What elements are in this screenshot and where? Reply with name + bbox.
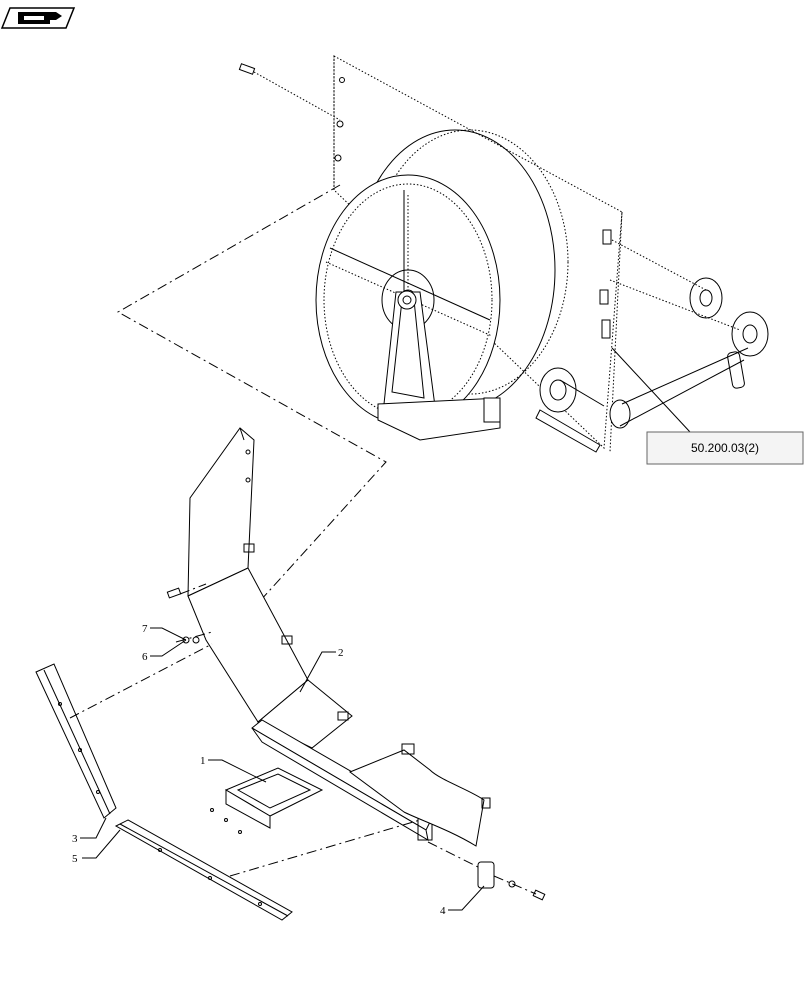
callout-2: 2 <box>338 647 344 659</box>
part-4-bracket <box>427 841 546 901</box>
part-3-strip <box>35 643 213 819</box>
reference-box[interactable]: 50.200.03(2) <box>646 431 804 465</box>
reference-label[interactable]: 50.200.03(2) <box>691 441 759 455</box>
channel-bracket <box>251 719 433 841</box>
drive-gears <box>535 239 769 453</box>
support-arm <box>383 290 437 415</box>
part-1-frame <box>210 767 324 834</box>
callout-4: 4 <box>440 905 446 917</box>
callout-6: 6 <box>142 651 148 663</box>
callout-3: 3 <box>72 833 78 845</box>
callout-1: 1 <box>200 755 206 767</box>
reference-leader <box>611 347 691 433</box>
top-bolt <box>238 63 341 121</box>
assembly-guide-line <box>116 184 387 613</box>
curved-guard <box>348 743 491 847</box>
hardware-6-7 <box>166 583 213 644</box>
part-5-strip <box>114 819 421 921</box>
callout-7: 7 <box>142 623 148 635</box>
part-2-shield <box>187 427 353 749</box>
back-arrow-icon[interactable] <box>0 7 76 29</box>
callout-5: 5 <box>72 853 78 865</box>
callout-leaders <box>80 627 485 911</box>
drum-base <box>377 397 501 441</box>
reel-drum <box>315 129 569 426</box>
